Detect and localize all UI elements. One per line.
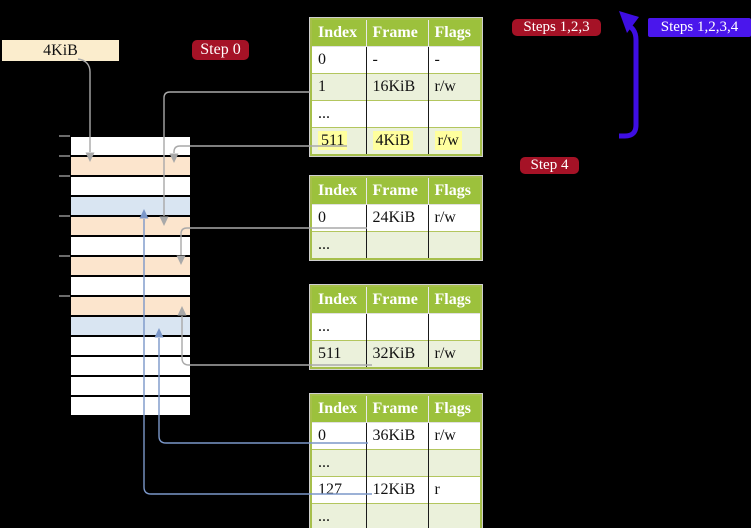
table-row: ... <box>311 231 481 259</box>
memory-frame-row-white <box>71 237 190 257</box>
physical-memory-column <box>71 136 190 415</box>
table-row: 511 4KiB r/w <box>311 127 481 155</box>
column-header-flags: Flags <box>428 177 481 205</box>
memory-frame-row-white <box>71 357 190 377</box>
column-header-frame: Frame <box>366 19 429 47</box>
memory-frame-row-white <box>71 377 190 397</box>
table-cell: ... <box>311 449 367 477</box>
steps1234-badge: Steps 1,2,3,4 <box>648 18 751 37</box>
table-cell <box>366 503 429 528</box>
table-cell: 511 <box>311 127 367 155</box>
table-cell: 12KiB <box>366 476 429 504</box>
table-cell <box>366 313 429 341</box>
table-cell <box>428 503 481 528</box>
memory-frame-row-blue <box>71 317 190 337</box>
step4-badge: Step 4 <box>520 157 579 174</box>
memory-frame-row-orange <box>71 217 190 237</box>
table-cell: 4KiB <box>366 127 429 155</box>
table-cell: r/w <box>428 127 481 155</box>
table-cell <box>428 231 481 259</box>
table-cell <box>428 313 481 341</box>
highlighted-value: 511 <box>318 130 348 150</box>
table-cell: - <box>428 46 481 74</box>
column-header-index: Index <box>311 19 367 47</box>
table-cell: - <box>366 46 429 74</box>
highlighted-value: 4KiB <box>372 130 414 150</box>
table-cell <box>366 449 429 477</box>
table-row: ... <box>311 503 481 528</box>
memory-frame-row-white <box>71 137 190 157</box>
column-header-flags: Flags <box>428 19 481 47</box>
table-cell: ... <box>311 503 367 528</box>
column-header-frame: Frame <box>366 177 429 205</box>
memory-frame-row-orange <box>71 257 190 277</box>
table-cell: 16KiB <box>366 73 429 101</box>
column-header-index: Index <box>311 177 367 205</box>
memory-frame-row-white <box>71 337 190 357</box>
steps123-badge: Steps 1,2,3 <box>512 19 601 36</box>
table-row: ... <box>311 449 481 477</box>
table-cell: 36KiB <box>366 422 429 450</box>
step0-badge: Step 0 <box>192 40 249 60</box>
table-cell: 32KiB <box>366 340 429 368</box>
column-header-index: Index <box>311 286 367 314</box>
page-size-label: 4KiB <box>2 40 119 61</box>
table-cell: 24KiB <box>366 204 429 232</box>
table-cell: r/w <box>428 204 481 232</box>
memory-frame-row-orange <box>71 297 190 317</box>
memory-frame-row-orange <box>71 157 190 177</box>
table-cell: 127 <box>311 476 367 504</box>
column-header-flags: Flags <box>428 286 481 314</box>
table-cell: r/w <box>428 422 481 450</box>
table-cell <box>428 449 481 477</box>
column-header-index: Index <box>311 395 367 423</box>
table-cell: 1 <box>311 73 367 101</box>
memory-frame-row-white <box>71 277 190 297</box>
memory-frame-row-blue <box>71 197 190 217</box>
memory-frame-row-white <box>71 177 190 197</box>
table-cell: r <box>428 476 481 504</box>
steps-feedback-arrow <box>619 11 639 139</box>
table-cell: ... <box>311 100 367 128</box>
memory-frame-row-white <box>71 397 190 415</box>
highlighted-value: r/w <box>434 130 462 150</box>
table-row: 0-- <box>311 46 481 74</box>
table-cell <box>366 100 429 128</box>
table-cell: 511 <box>311 340 367 368</box>
table-cell: 0 <box>311 204 367 232</box>
table-cell: 0 <box>311 422 367 450</box>
column-header-flags: Flags <box>428 395 481 423</box>
table-row: ... <box>311 313 481 341</box>
column-header-frame: Frame <box>366 395 429 423</box>
table-cell: ... <box>311 231 367 259</box>
table-cell: r/w <box>428 340 481 368</box>
table-cell: ... <box>311 313 367 341</box>
table-cell <box>366 231 429 259</box>
table-cell: r/w <box>428 73 481 101</box>
table-cell <box>428 100 481 128</box>
memory-tick-marks <box>59 135 70 297</box>
column-header-frame: Frame <box>366 286 429 314</box>
table-row: ... <box>311 100 481 128</box>
table-cell: 0 <box>311 46 367 74</box>
